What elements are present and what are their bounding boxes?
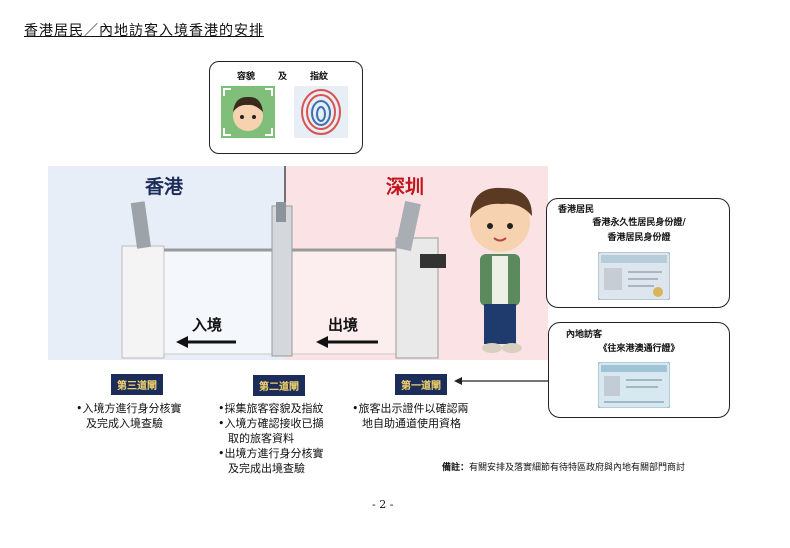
- hong-kong-label: 香港: [145, 176, 184, 198]
- visitor-title: 內地訪客: [566, 330, 603, 340]
- first-gate-label: 第一道閘: [395, 374, 447, 395]
- third-gate-body: [121, 245, 165, 359]
- shenzhen-label: 深圳: [386, 176, 425, 198]
- fingerprint-icon: [294, 86, 348, 138]
- traveller-hair: [470, 187, 532, 218]
- face-label: 容貌: [237, 72, 256, 82]
- note-line: 採集旅客容貌及指紋: [224, 402, 324, 415]
- note-line: 及完成入境查驗: [86, 417, 163, 430]
- face-capture-icon: [221, 86, 275, 138]
- first-gate-camera: [395, 200, 421, 252]
- hk-resident-title: 香港居民: [558, 205, 595, 215]
- remark-text: 有關安排及落實細節有待特區政府與內地有關部門商討: [469, 463, 686, 473]
- document-reader: [420, 254, 446, 268]
- note-line: 入境方進行身分核實: [82, 402, 182, 415]
- note-line: 及完成出境查驗: [228, 462, 305, 475]
- note-line: 入境方確認接收已擷: [224, 417, 324, 430]
- second-gate-body: [271, 205, 293, 357]
- glass-panel-left: [163, 249, 275, 355]
- first-gate-notes: •旅客出示證件以確認兩 地自助通道使用資格: [352, 401, 512, 431]
- visitor-to-gate-arrow: [454, 377, 548, 385]
- page-title: 香港居民／內地訪客入境香港的安排: [24, 23, 264, 39]
- and-label: 及: [278, 72, 288, 82]
- fingerprint-label: 指紋: [310, 72, 329, 82]
- entry-direction-label: 入境: [192, 316, 223, 334]
- note-line: 出境方進行身分核實: [224, 447, 324, 460]
- remark: 備註：有關安排及落實細節有待特區政府與內地有關部門商討: [442, 460, 685, 473]
- traveller-illustration: [470, 187, 532, 353]
- note-line: 取的旅客資料: [228, 432, 294, 445]
- remark-label: 備註：: [442, 463, 470, 473]
- hk-resident-doc-line1: 香港永久性居民身份證/: [592, 218, 686, 228]
- second-gate-label: 第二道閘: [253, 375, 305, 396]
- exit-entry-permit-icon: [598, 362, 670, 408]
- second-gate-notes: •採集旅客容貌及指紋 •入境方確認接收已擷 取的旅客資料 •出境方進行身分核實 …: [218, 401, 368, 476]
- page-number: - 2 -: [372, 498, 394, 511]
- third-gate-label: 第三道閘: [111, 374, 163, 395]
- third-gate-notes: •入境方進行身分核實 及完成入境查驗: [76, 401, 226, 431]
- note-line: 地自助通道使用資格: [362, 417, 461, 430]
- glass-panel-right: [283, 249, 397, 355]
- traveller-trousers: [484, 304, 516, 344]
- second-gate-camera: [276, 202, 286, 222]
- third-gate-camera: [130, 201, 151, 249]
- exit-direction-label: 出境: [328, 316, 359, 334]
- hk-identity-card-icon: [598, 252, 670, 300]
- traveller-face: [470, 192, 530, 252]
- note-line: 旅客出示證件以確認兩: [358, 402, 469, 415]
- e-channel-gates-illustration: [121, 166, 446, 359]
- visitor-doc-line: 《往來港澳通行證》: [598, 344, 680, 354]
- hk-resident-doc-line2: 香港居民身份證: [607, 233, 671, 243]
